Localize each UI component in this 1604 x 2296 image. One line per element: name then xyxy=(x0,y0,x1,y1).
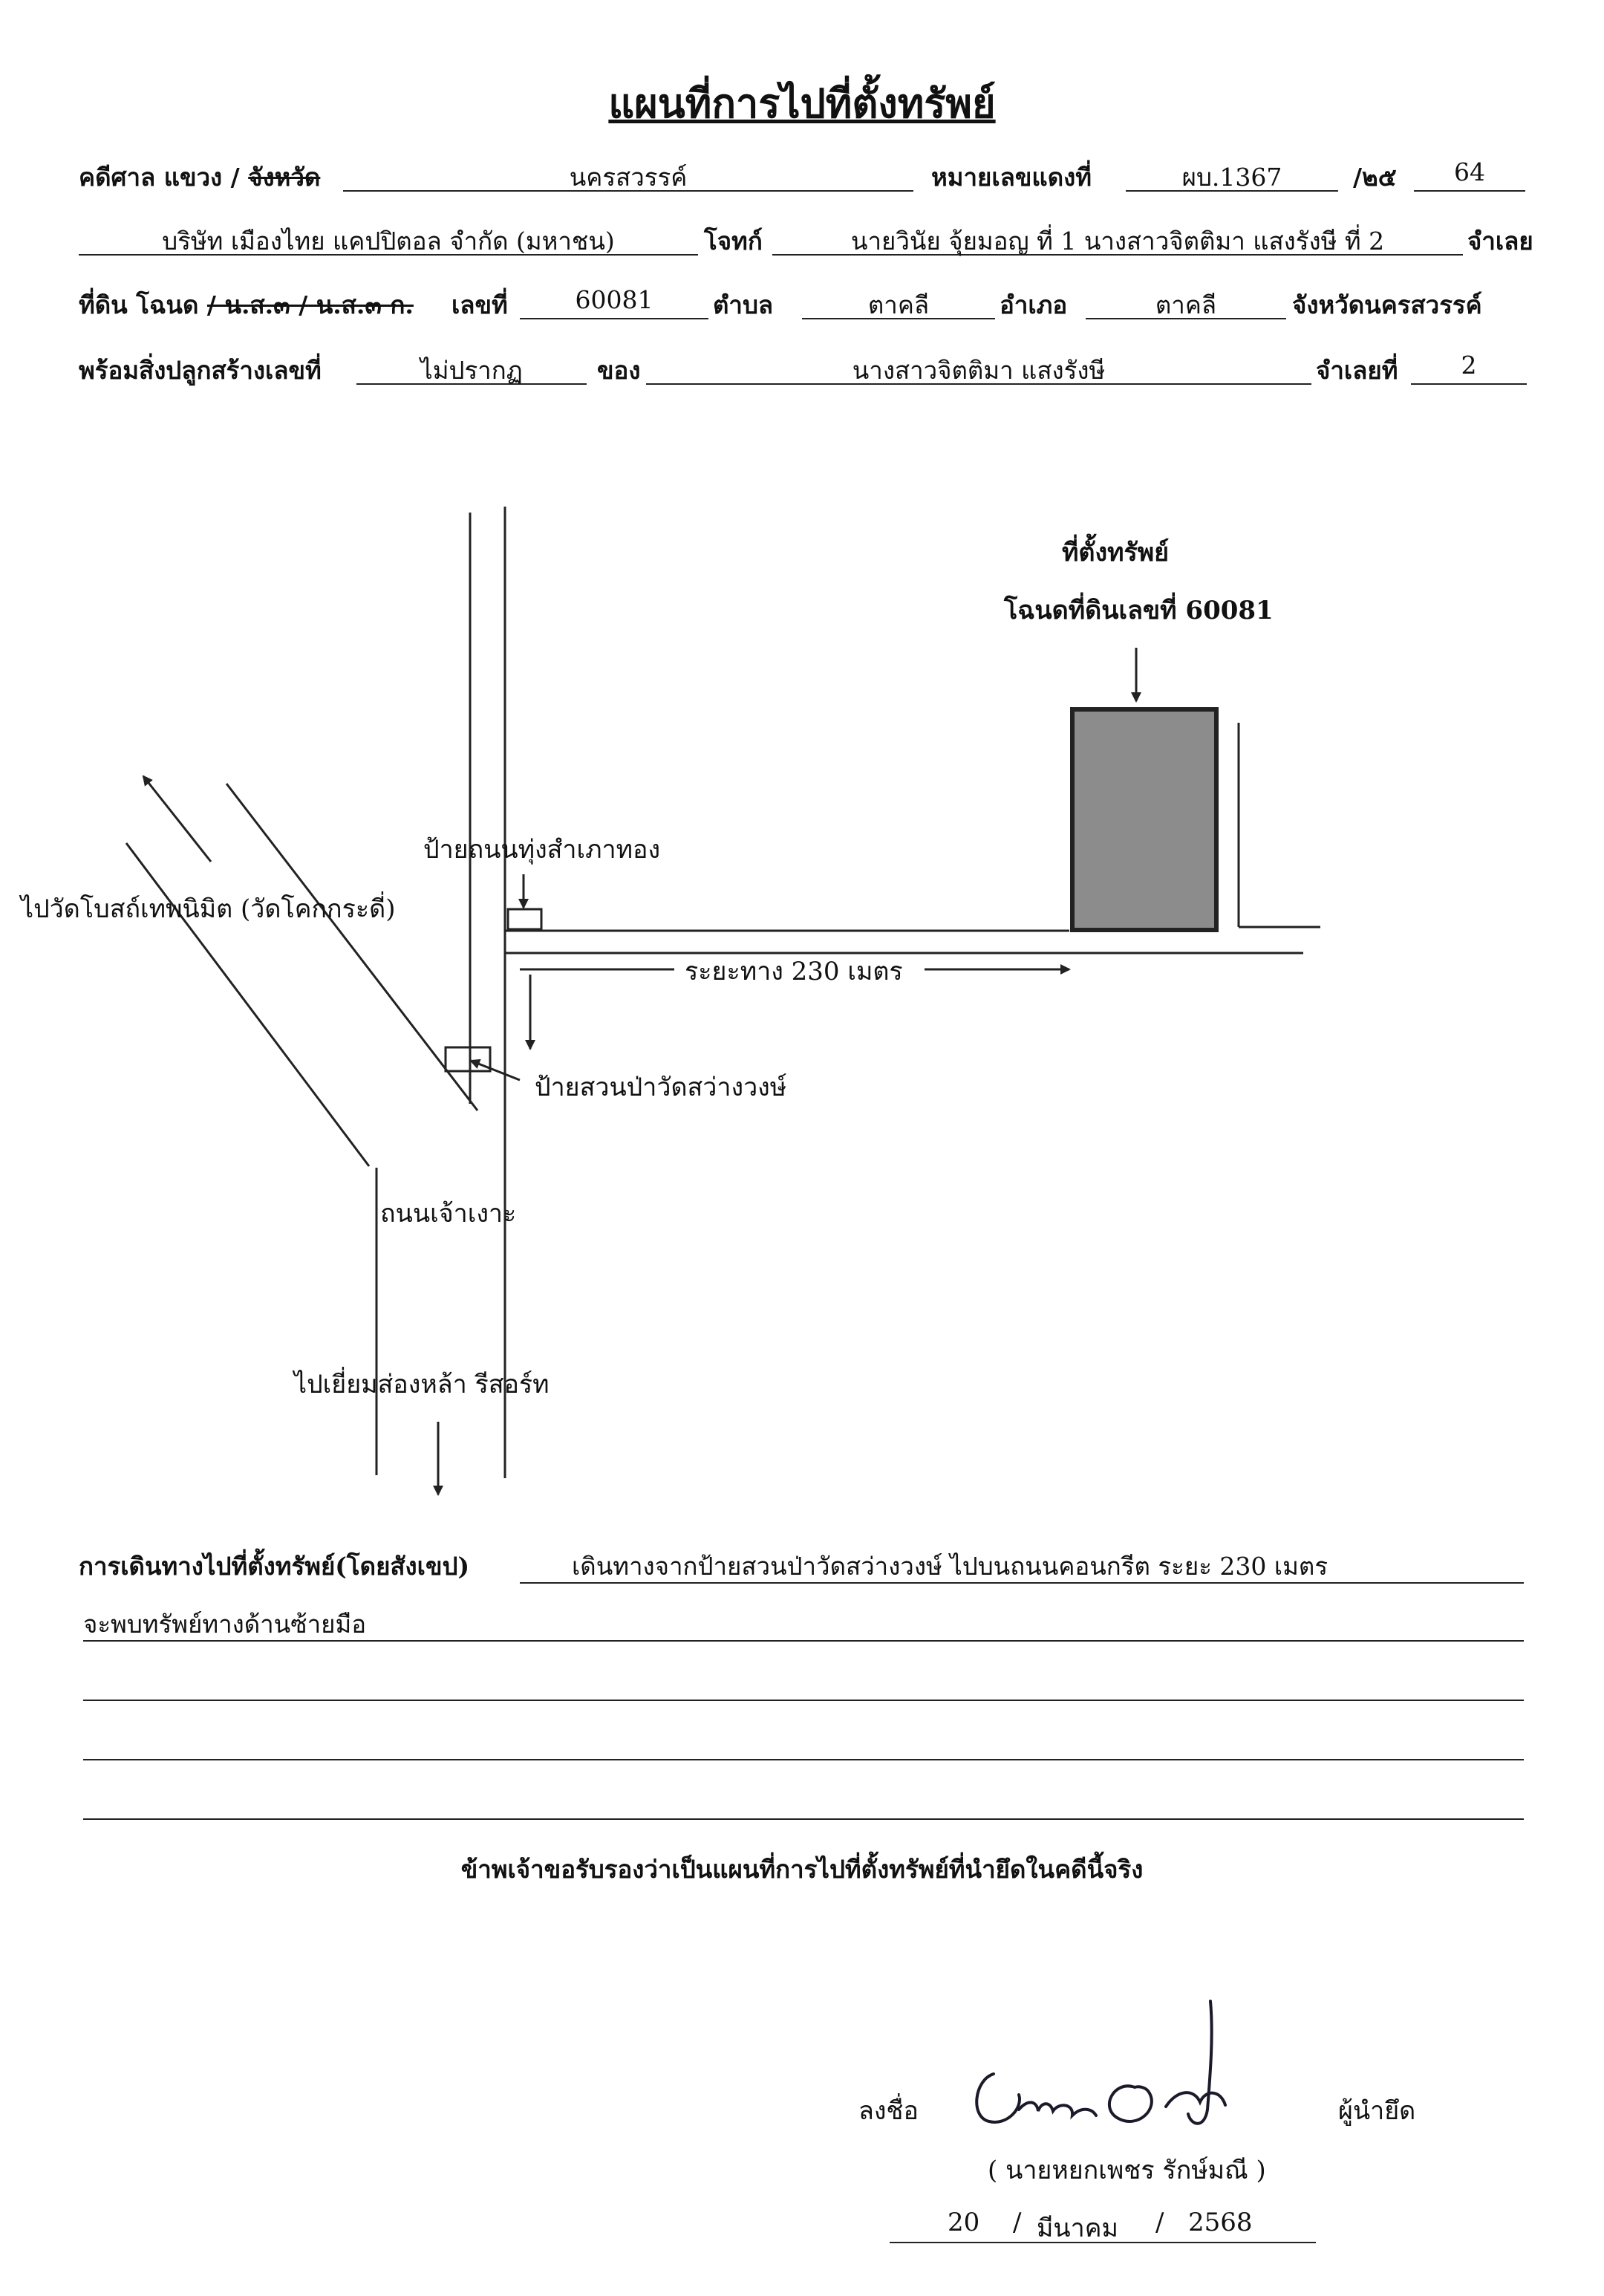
directions-line-1: เดินทางจากป้ายสวนป่าวัดสว่างวงษ์ ไปบนถนน… xyxy=(572,1552,1328,1581)
tambon-label: ตำบล xyxy=(713,290,774,319)
date-month: มีนาคม xyxy=(1037,2214,1118,2243)
to-resort-label: ไปเยี่ยมส่องหล้า รีสอร์ท xyxy=(294,1370,550,1399)
defendant-label: จำเลย xyxy=(1467,227,1533,256)
building-line xyxy=(356,349,587,385)
directions-rule-5 xyxy=(83,1818,1524,1820)
defendant-line xyxy=(772,220,1463,256)
defendant-no-label: จำเลยที่ xyxy=(1316,356,1398,385)
diagonal-road-lower-edge xyxy=(125,842,371,1167)
sign-thung-box xyxy=(506,908,543,931)
land-label: ที่ดิน โฉนด / น.ส.๓ / น.ส.๓ ก. xyxy=(79,290,414,319)
role-label: ผู้นำยึด xyxy=(1338,2096,1416,2126)
red-case-line xyxy=(1126,156,1338,192)
court-label: คดีศาล แขวง / จังหวัด xyxy=(79,163,321,192)
date-sep-1: / xyxy=(1013,2208,1022,2237)
directions-rule-2 xyxy=(83,1640,1524,1642)
signer-name: ( นายหยกเพชร รักษ์มณี ) xyxy=(988,2156,1266,2185)
date-sep-2: / xyxy=(1155,2208,1164,2237)
year-line xyxy=(1414,156,1525,192)
to-wat-arrow xyxy=(142,775,212,862)
tambon-value: ตาคลี xyxy=(867,290,930,319)
diagonal-road-upper-edge xyxy=(225,783,479,1111)
sign-park-label: ป้ายสวนป่าวัดสว่างวงษ์ xyxy=(535,1073,787,1102)
plaintiff-value: บริษัท เมืองไทย แคปปิตอล จำกัด (มหาชน) xyxy=(162,227,615,256)
document-title: แผนที่การไปที่ตั้งทรัพย์ xyxy=(608,79,996,127)
owner-label: ของ xyxy=(597,356,641,385)
distance-label: ระยะทาง 230 เมตร xyxy=(685,957,903,986)
directions-line-2: จะพบทรัพย์ทางด้านซ้ายมือ xyxy=(83,1610,367,1639)
court-value: นครสวรรค์ xyxy=(569,163,688,192)
road-name-label: ถนนเจ้าเงาะ xyxy=(380,1199,517,1229)
plaintiff-label: โจทก์ xyxy=(704,227,763,256)
year-prefix-label: /๒๕ xyxy=(1353,163,1397,192)
deed-no-value: 60081 xyxy=(575,285,653,314)
amphoe-label: อำเภอ xyxy=(1000,290,1068,319)
certification-text: ข้าพเจ้าขอรับรองว่าเป็นแผนที่การไปที่ตั้… xyxy=(460,1855,1144,1884)
building-value: ไม่ปรากฏ xyxy=(420,356,523,385)
red-case-value: ผบ.1367 xyxy=(1181,163,1282,192)
deed-no-line xyxy=(520,284,708,319)
building-label: พร้อมสิ่งปลูกสร้างเลขที่ xyxy=(79,356,322,385)
to-wat-label: ไปวัดโบสถ์เทพนิมิต (วัดโคกกระดี่) xyxy=(21,894,396,924)
directions-label: การเดินทางไปที่ตั้งทรัพย์(โดยสังเขป) xyxy=(79,1552,470,1581)
deed-no-label: เลขที่ xyxy=(451,290,508,319)
tambon-line xyxy=(802,284,995,319)
sign-park-box xyxy=(444,1046,492,1073)
amphoe-line xyxy=(1086,284,1286,319)
directions-rule-1 xyxy=(520,1582,1524,1584)
defendant-value: นายวินัย จุ้ยมอญ ที่ 1 นางสาวจิตติมา แสง… xyxy=(850,227,1385,256)
owner-line xyxy=(646,349,1311,385)
red-case-label: หมายเลขแดงที่ xyxy=(931,163,1092,192)
amphoe-value: ตาคลี xyxy=(1155,290,1217,319)
deed-label: โฉนดที่ดินเลขที่ 60081 xyxy=(1004,596,1274,625)
property-parcel xyxy=(1070,707,1219,932)
directions-rule-3 xyxy=(83,1700,1524,1701)
defendant-no-line xyxy=(1411,349,1527,385)
date-year: 2568 xyxy=(1188,2208,1253,2237)
sign-thung-label: ป้ายถนนทุ่งสำเภาทอง xyxy=(423,835,661,865)
date-day: 20 xyxy=(948,2208,980,2237)
court-line xyxy=(343,156,913,192)
date-rule xyxy=(890,2242,1316,2243)
sign-label: ลงชื่อ xyxy=(858,2096,919,2126)
province-label: จังหวัดนครสวรรค์ xyxy=(1292,290,1482,319)
plaintiff-line xyxy=(79,220,698,256)
defendant-no-value: 2 xyxy=(1461,351,1477,380)
year-value: 64 xyxy=(1454,157,1485,186)
property-title: ที่ตั้งทรัพย์ xyxy=(1062,538,1170,568)
directions-rule-4 xyxy=(83,1759,1524,1760)
sign-park-pointer xyxy=(469,1058,521,1082)
owner-value: นางสาวจิตติมา แสงรังษี xyxy=(852,356,1106,385)
